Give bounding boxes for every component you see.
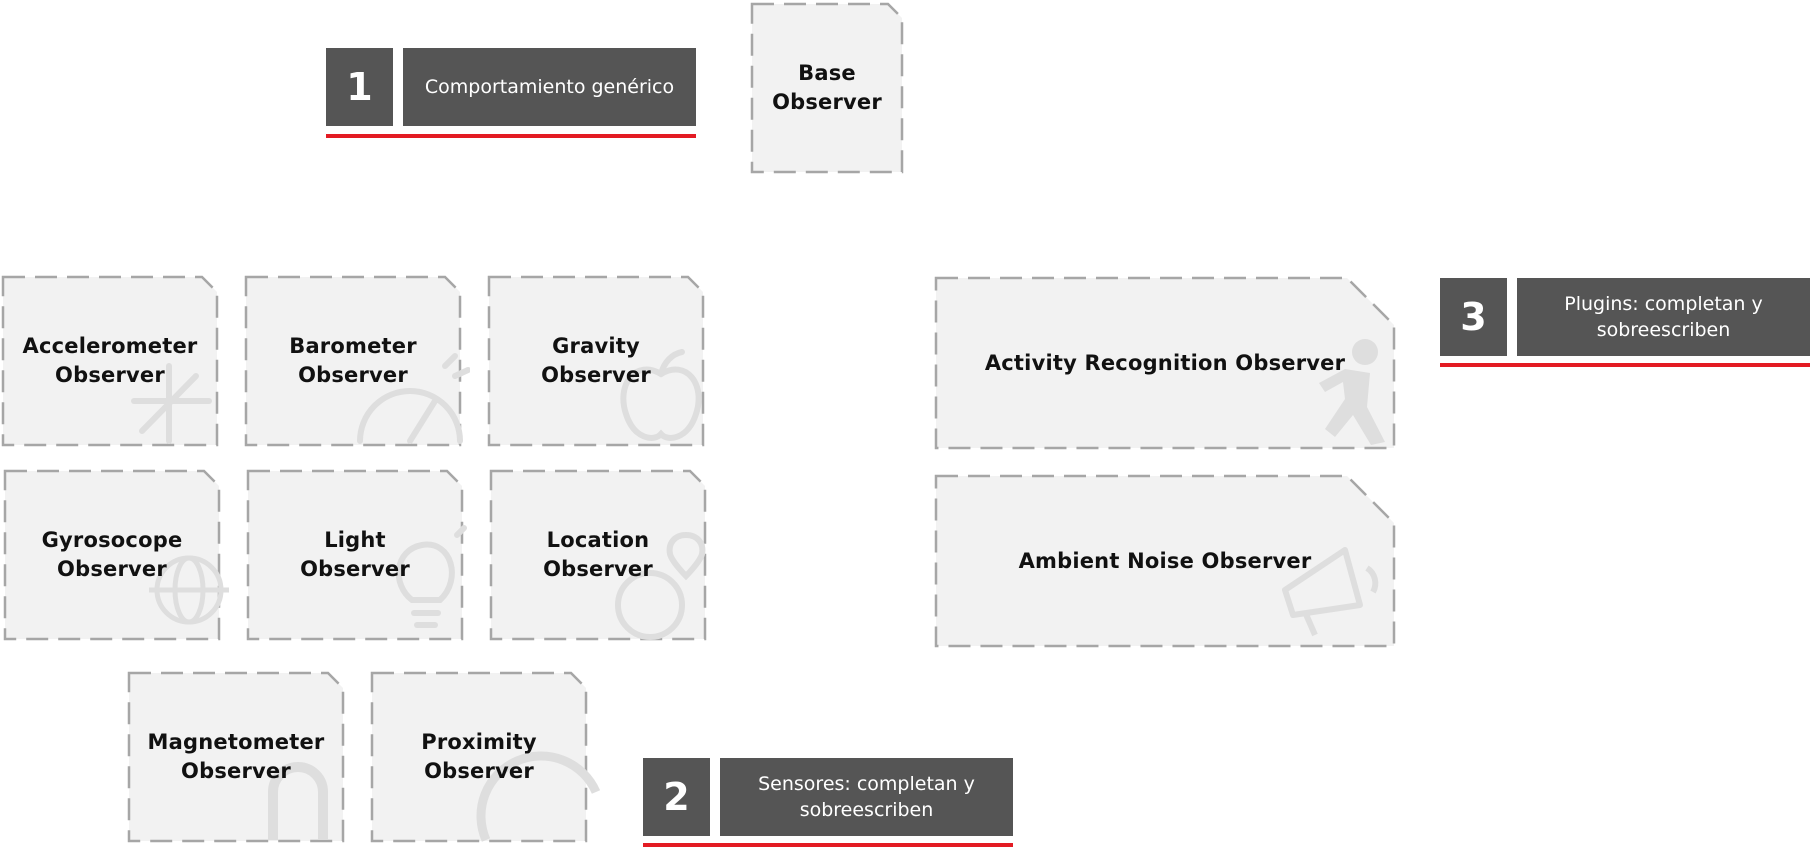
card-shape [489,469,707,641]
callout-number: 3 [1440,278,1507,356]
card-label: Location Observer [543,528,653,581]
card-shape [487,275,705,447]
callout-underline [1440,363,1810,367]
callout-underline [643,843,1013,847]
card-label: Magnetometer Observer [147,730,325,783]
card-shape [934,474,1396,648]
card-magnetometer-observer: Magnetometer Observer [127,671,345,843]
apple-icon [620,349,702,441]
card-shape [934,276,1396,450]
card-accelerometer-observer: Accelerometer Observer [1,275,219,447]
card-label: Light Observer [300,528,410,581]
card-shape [3,469,221,641]
callout-text: Sensores: completan y sobreescriben [720,758,1013,836]
gauge-icon [357,353,470,444]
card-label: Ambient Noise Observer [1018,548,1312,573]
axes-icon [131,363,212,444]
card-shape [750,2,904,174]
callout-generic-behavior: 1 Comportamiento genérico [326,48,696,139]
card-label: Barometer Observer [289,334,417,387]
card-shape [370,671,588,843]
card-gyroscope-observer: Gyrosocope Observer [3,469,229,641]
card-label: Accelerometer Observer [22,334,198,387]
megaphone-icon [1282,547,1379,637]
card-proximity-observer: Proximity Observer [370,671,601,843]
gyroscope-icon [149,555,229,625]
callout-underline [326,134,696,138]
callout-text: Comportamiento genérico [403,48,696,126]
card-shape [244,275,462,447]
card-label: Base Observer [772,61,882,114]
card-base-observer: Base Observer [750,2,904,174]
callout-sensors: 2 Sensores: completan y sobreescriben [643,758,1013,848]
callout-number: 2 [643,758,710,836]
globe-pin-icon [615,531,706,640]
lightbulb-icon [395,525,467,628]
callout-plugins: 3 Plugins: completan y sobreescriben [1440,278,1810,369]
card-location-observer: Location Observer [489,469,707,641]
card-barometer-observer: Barometer Observer [244,275,470,447]
card-label: Activity Recognition Observer [984,350,1346,375]
card-light-observer: Light Observer [246,469,467,641]
running-person-icon [1319,339,1385,445]
card-label: Gyrosocope Observer [41,528,183,581]
card-label: Gravity Observer [541,334,651,387]
card-gravity-observer: Gravity Observer [487,275,705,447]
card-activity-recognition-observer: Activity Recognition Observer [934,276,1396,450]
callout-number: 1 [326,48,393,126]
card-shape [127,671,345,843]
circle-icon [476,751,601,842]
card-label: Proximity Observer [421,730,537,783]
card-ambient-noise-observer: Ambient Noise Observer [934,474,1396,648]
callout-text: Plugins: completan y sobreescriben [1517,278,1810,356]
magnet-icon [268,762,328,840]
